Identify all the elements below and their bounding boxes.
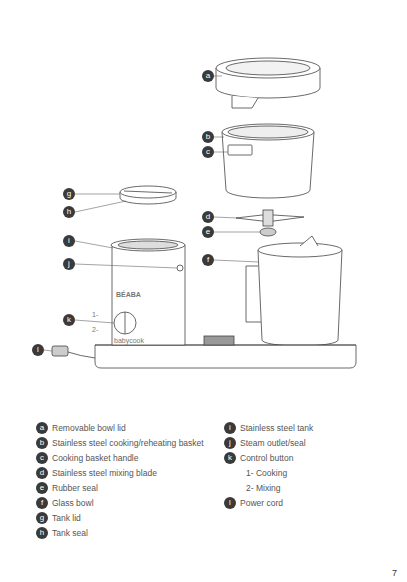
- leader-line: [75, 194, 120, 195]
- callout-letter: j: [63, 258, 75, 270]
- callout-letter: c: [202, 146, 214, 158]
- tank-lid-line: [124, 191, 172, 193]
- leader-line: [75, 320, 114, 323]
- base: [95, 345, 356, 368]
- callout-letter: l: [224, 497, 236, 509]
- rubber-seal: [260, 228, 276, 236]
- leader-line: [75, 241, 113, 248]
- callout-letter: d: [36, 467, 48, 479]
- part-name: Cooking basket handle: [52, 453, 138, 463]
- bowl-lid-latch: [232, 96, 258, 108]
- part-name: Removable bowl lid: [52, 423, 126, 433]
- device-marking: 2-: [92, 326, 98, 333]
- part-name: Stainless steel cooking/reheating basket: [52, 438, 204, 448]
- brand-logo: BÉABA: [116, 291, 141, 298]
- part-name: Stainless steel tank: [240, 423, 313, 433]
- part-name: Control button: [240, 453, 293, 463]
- basket-handle: [228, 145, 252, 155]
- tank-opening: [118, 241, 178, 249]
- basket: [222, 132, 314, 198]
- power-cord: [68, 352, 95, 358]
- leader-line: [214, 137, 224, 138]
- callout-letter: g: [36, 512, 48, 524]
- control-button-split: [125, 312, 126, 334]
- callout-letter: j: [224, 437, 236, 449]
- leader-line: [75, 201, 126, 212]
- callout-letter: l: [32, 344, 44, 356]
- bowl-lid-inner: [226, 61, 310, 75]
- callout-letter: e: [202, 226, 214, 238]
- basket-rim: [222, 124, 314, 140]
- part-name: Steam outlet/seal: [240, 438, 306, 448]
- part-name: Tank seal: [52, 528, 88, 538]
- callout-letter: b: [36, 437, 48, 449]
- glass-bowl: [258, 250, 342, 346]
- part-name: 2- Mixing: [246, 483, 280, 493]
- plug: [52, 346, 68, 356]
- callout-letter: b: [202, 131, 214, 143]
- bowl-lid-top: [216, 58, 320, 78]
- leader-line: [214, 232, 260, 233]
- tank-lid-top: [120, 186, 176, 198]
- callout-letter: k: [224, 452, 236, 464]
- part-name: Stainless steel mixing blade: [52, 468, 157, 478]
- callout-letter: f: [202, 254, 214, 266]
- callout-letter: a: [36, 422, 48, 434]
- callout-letter: i: [63, 235, 75, 247]
- leader-line: [44, 350, 52, 351]
- callout-letter: e: [36, 482, 48, 494]
- glass-bowl-rim: [258, 243, 342, 257]
- callout-letter: a: [202, 70, 214, 82]
- callout-letter: c: [36, 452, 48, 464]
- blade-hub: [263, 210, 273, 226]
- part-name: Rubber seal: [52, 483, 98, 493]
- leader-line: [214, 76, 222, 77]
- page-number: 7: [392, 568, 397, 578]
- device-marking: babycook: [114, 337, 144, 344]
- drive-socket: [204, 336, 234, 345]
- callout-letter: h: [36, 527, 48, 539]
- callout-letter: i: [224, 422, 236, 434]
- leader-line: [214, 260, 259, 262]
- part-name: Tank lid: [52, 513, 81, 523]
- leader-line: [214, 217, 238, 218]
- part-name: 1- Cooking: [246, 468, 287, 478]
- tank-rim: [111, 239, 185, 251]
- glass-bowl-spout: [300, 236, 318, 246]
- callout-letter: g: [63, 188, 75, 200]
- callout-letter: f: [36, 497, 48, 509]
- tank: [112, 245, 185, 345]
- callout-letter: h: [63, 206, 75, 218]
- basket-inner: [228, 126, 308, 138]
- control-button: [114, 312, 136, 334]
- part-name: Glass bowl: [52, 498, 94, 508]
- leader-lines: [44, 76, 260, 351]
- leader-line: [75, 264, 177, 268]
- part-name: Power cord: [240, 498, 283, 508]
- callout-letter: d: [202, 211, 214, 223]
- callout-letter: k: [63, 314, 75, 326]
- glass-bowl-handle: [246, 266, 261, 322]
- leader-line: [214, 152, 228, 153]
- device-marking: 1-: [92, 311, 98, 318]
- steam-outlet: [177, 265, 183, 271]
